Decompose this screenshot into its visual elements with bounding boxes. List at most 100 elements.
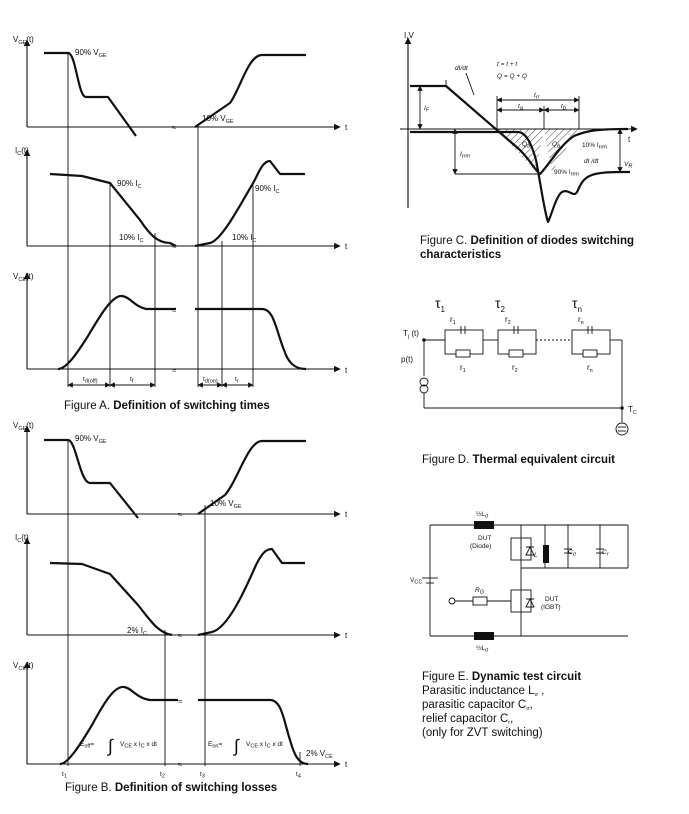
fige-gate-resistor bbox=[472, 596, 488, 606]
figb-ic-label: IC(t) bbox=[15, 533, 29, 544]
figd-rn-label: rn bbox=[587, 363, 593, 374]
figd-tau1-label: τ1 bbox=[435, 295, 446, 314]
figb-eon-integral: ∫ bbox=[232, 736, 240, 756]
figa-ic-t-label: t bbox=[345, 242, 348, 251]
figb-vge-waveform bbox=[44, 438, 306, 519]
figb-vge-90-label: 90% VGE bbox=[75, 434, 107, 445]
figa-ic-90-label: 90% IC bbox=[117, 179, 141, 190]
figa-ic-waveform bbox=[49, 159, 305, 248]
figa-ic-break-mark: ≈ bbox=[172, 242, 177, 251]
figd-r1-label: r1 bbox=[460, 363, 466, 374]
figc-caption-line2: characteristics bbox=[420, 249, 501, 261]
fige-vcc-label: VCC bbox=[410, 577, 422, 586]
figb-eon-integrand: VCE x IC x dt bbox=[246, 741, 283, 750]
figb-vce-break-base: ≈ bbox=[178, 760, 183, 769]
figb-vce-2-label: 2% VCE bbox=[306, 749, 333, 760]
figb-ic-t-label: t bbox=[345, 631, 348, 640]
figd-res1 bbox=[455, 349, 471, 358]
figa-tf-label: tf bbox=[130, 376, 134, 385]
figb-caption: Figure B. Definition of switching losses bbox=[65, 782, 277, 794]
figa-vce-break-base: ≈ bbox=[172, 366, 177, 375]
fige-caption-line3: relief capacitor Cr, bbox=[422, 713, 513, 726]
figure-e: ½Lσ ½Lσ VCC L Cσ Cr RG DUT (Diode) DUT (… bbox=[410, 510, 629, 739]
fige-csigma-label: Cσ bbox=[568, 549, 577, 558]
figd-resn bbox=[582, 349, 598, 358]
figb-eoff-formula: Eoff= bbox=[80, 741, 94, 750]
figc-t-label: t bbox=[628, 135, 631, 144]
figb-ic-waveform bbox=[49, 547, 305, 637]
figd-source-top bbox=[419, 377, 429, 387]
figa-vge-t-label: t bbox=[345, 123, 348, 132]
fige-caption: Figure E. Dynamic test circuit bbox=[422, 671, 581, 683]
figd-caption: Figure D. Thermal equivalent circuit bbox=[422, 454, 615, 466]
figb-vce-break-mid: ≈ bbox=[178, 697, 183, 706]
figb-vce-label: VCE(t) bbox=[13, 661, 34, 672]
figa-vce-waveform bbox=[57, 294, 307, 371]
figd-rn-top-label: rn bbox=[578, 315, 584, 326]
figc-iv-label: I,V bbox=[404, 31, 414, 40]
figure-d: τ1 τ2 τn r1 r2 rn r1 r2 rn bbox=[401, 295, 637, 466]
figa-ic-10-label-right: 10% IC bbox=[232, 233, 256, 244]
figc-qb-label: Qb bbox=[552, 141, 560, 150]
figb-t4-label: t4 bbox=[296, 771, 301, 780]
fige-inductor-top-label: ½Lσ bbox=[476, 510, 489, 520]
figd-r2-label: r2 bbox=[512, 363, 518, 374]
fige-inductor-top bbox=[474, 521, 494, 529]
figb-ic-2-label: 2% IC bbox=[127, 626, 147, 637]
figa-ic-90-label-right: 90% IC bbox=[255, 184, 279, 195]
figb-eoff-integrand: VCE x IC x dt bbox=[120, 741, 157, 750]
figa-vge-waveform bbox=[44, 51, 306, 137]
fige-inductor-bottom bbox=[474, 632, 494, 640]
figd-res2 bbox=[508, 349, 524, 358]
fige-dut-diode-label-1: DUT bbox=[478, 535, 491, 542]
figa-caption: Figure A. Definition of switching times bbox=[64, 400, 270, 412]
figb-vge-break-mark: ≈ bbox=[178, 510, 183, 519]
figc-didt-label: dI/dt bbox=[455, 65, 469, 72]
figd-pt-label: p(t) bbox=[401, 355, 413, 364]
figc-if-label: IF bbox=[424, 105, 430, 114]
figb-ic-break-mark: ≈ bbox=[178, 631, 183, 640]
figd-ambient-symbol bbox=[615, 422, 629, 436]
figc-trr-label: trr bbox=[534, 92, 541, 101]
figa-td-off-label: td(off) bbox=[83, 376, 98, 385]
figc-10-label: 10% Irrm bbox=[582, 142, 607, 151]
figa-ic-10-label-left: 10% IC bbox=[119, 233, 143, 244]
figa-vce-label: VCE(t) bbox=[13, 272, 34, 283]
figa-td-on-label: td(on) bbox=[203, 376, 218, 385]
fige-rg-label: RG bbox=[475, 587, 485, 596]
figd-tj-label: Tj (t) bbox=[403, 329, 419, 340]
fige-l-label: L bbox=[534, 552, 538, 559]
figc-voltage-waveform bbox=[410, 130, 630, 224]
figa-tr-label: tr bbox=[235, 376, 239, 385]
figa-ic-label: IC(t) bbox=[15, 146, 29, 157]
fige-caption-line2: parasitic capacitor Cσ, bbox=[422, 699, 533, 712]
figa-vce-break-mid: ≈ bbox=[172, 306, 177, 315]
figb-vge-t-label: t bbox=[345, 510, 348, 519]
figc-vr-label: VR bbox=[624, 161, 632, 170]
figc-qa-label: Qa bbox=[522, 141, 530, 150]
figb-vce-t-label: t bbox=[345, 760, 348, 769]
figc-ta-label: ta bbox=[518, 103, 523, 112]
figd-taun-label: τn bbox=[572, 295, 582, 314]
figb-t2-label: t2 bbox=[160, 771, 165, 780]
figb-t1-label: t1 bbox=[62, 771, 67, 780]
figure-c: I,V t dI/dt t = t + t Q = Q + Q trr ta t… bbox=[400, 31, 638, 261]
fige-inductor-bottom-label: ½Lσ bbox=[476, 644, 489, 654]
fige-cr-label: Cr bbox=[602, 549, 610, 558]
figd-r1-top-label: r1 bbox=[450, 315, 456, 326]
fige-dut-igbt-label-2: (IGBT) bbox=[541, 604, 561, 611]
figa-vge-label: VGE(t) bbox=[13, 35, 34, 46]
fige-load-inductor bbox=[543, 545, 549, 563]
figd-tau2-label: τ2 bbox=[495, 295, 506, 314]
figb-eon-formula: Eon= bbox=[208, 741, 222, 750]
fige-caption-line4: (only for ZVT switching) bbox=[422, 727, 543, 739]
figc-90-label: 90% Irrm bbox=[554, 169, 579, 178]
fige-dut-diode-label-2: (Diode) bbox=[470, 543, 491, 550]
figure-a: VGE(t) t 90% VGE 10% VGE ≈ IC(t) t 90% I… bbox=[13, 35, 348, 412]
figa-vge-90-label: 90% VGE bbox=[75, 48, 107, 59]
figc-current-waveform bbox=[410, 84, 629, 176]
figc-eq-qrr: Q = Q + Q bbox=[497, 73, 527, 80]
figure-b: VGE(t) t 90% VGE 10% VGE ≈ IC(t) t 2% IC… bbox=[13, 421, 348, 794]
figb-vge-label: VGE(t) bbox=[13, 421, 34, 432]
